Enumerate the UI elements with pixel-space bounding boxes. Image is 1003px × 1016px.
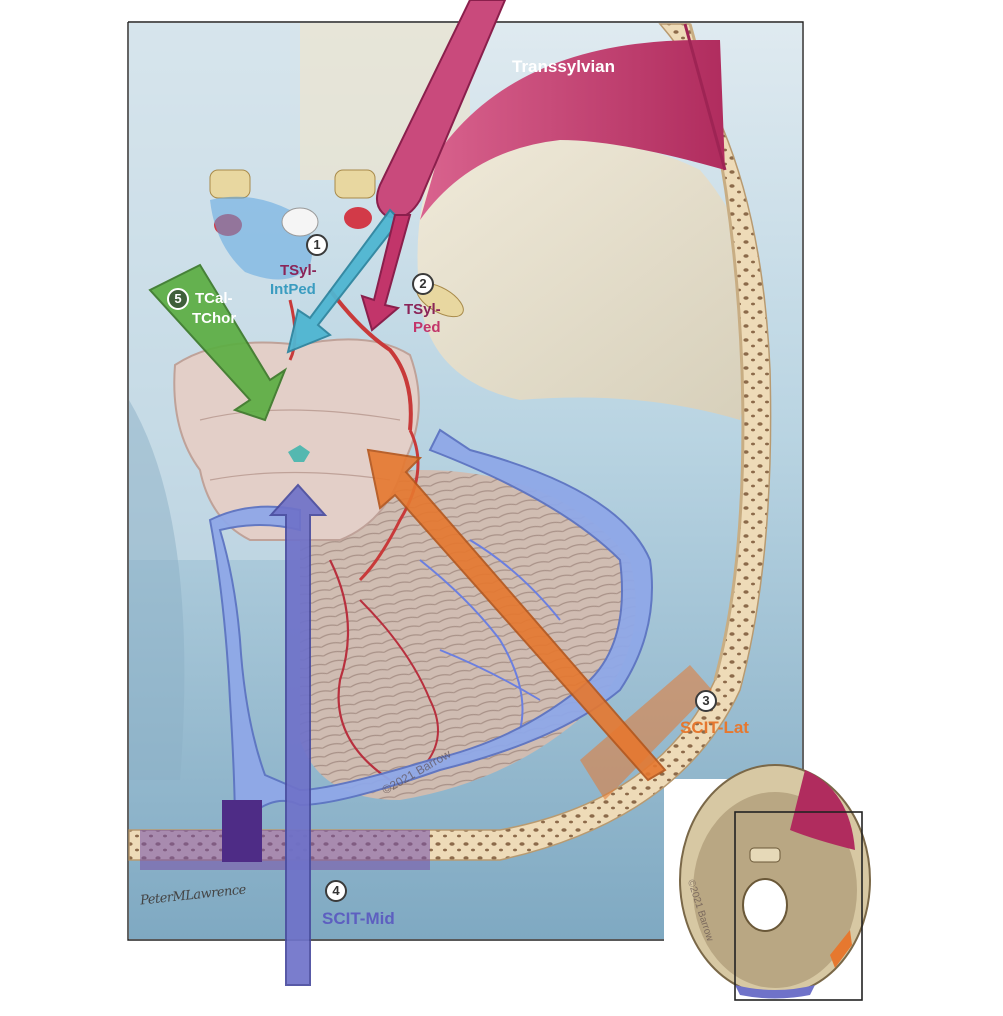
approach-1-label-line1: TSyl-: [280, 262, 317, 279]
approach-5-number: 5: [167, 288, 189, 310]
cerebellar-vessels: [329, 539, 561, 781]
approach-1-label-line2: IntPed: [270, 281, 316, 298]
approach-5-label-line1: TCal-: [195, 290, 233, 307]
approach-arrow-4: [268, 483, 328, 986]
middle-cranial-fossa: [417, 138, 760, 420]
approach-2-label-line1: TSyl-: [404, 301, 441, 318]
inset-region-box: [734, 811, 863, 1001]
inset-skull-base: [679, 764, 871, 1001]
approach-2-number: 2: [412, 273, 434, 295]
approach-5-label-line2: TChor: [192, 310, 237, 327]
figure-frame: [127, 21, 804, 941]
transsylvian-corridor: [420, 40, 725, 220]
transsylvian-retractor: [375, 0, 507, 219]
approach-4-number: 4: [325, 880, 347, 902]
approach-2-label-line2: Ped: [413, 319, 441, 336]
approach-3-label: SCIT-Lat: [680, 718, 749, 737]
approach-arrow-1: [286, 208, 402, 354]
approach-4-label: SCIT-Mid: [322, 909, 395, 928]
approach-arrow-2: [360, 214, 412, 332]
lateral-bone-marker: [580, 665, 712, 800]
approach-arrow-3: [366, 448, 667, 782]
approach-3-number: 3: [695, 690, 717, 712]
transsylvian-label: Transsylvian: [512, 57, 616, 76]
approach-1-number: 1: [306, 234, 328, 256]
upper-vessels: [209, 169, 464, 582]
